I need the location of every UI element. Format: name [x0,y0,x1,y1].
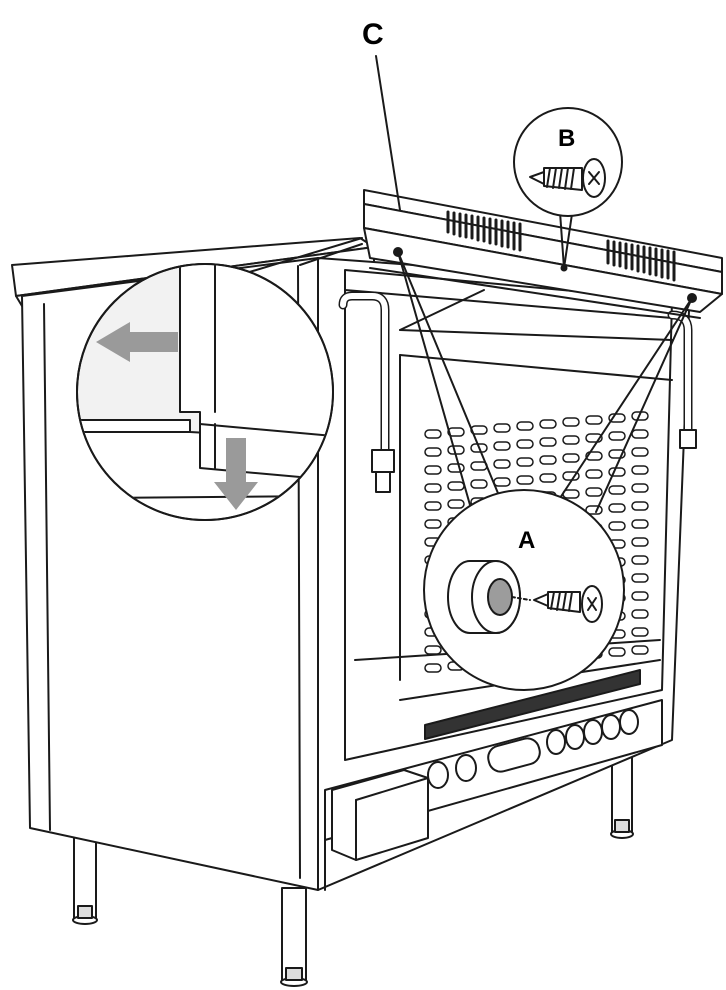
wall-plug-icon [447,560,531,634]
upstand-vent-left [446,210,522,252]
junction-box [331,769,429,861]
lower-grille [424,669,641,789]
leg-front-right [280,887,308,987]
leader-c [375,55,401,211]
arrow-left-icon [96,322,178,362]
zoom-panel-slide [76,237,363,521]
label-a: A [518,527,535,554]
screw-icon [533,585,603,623]
leg-front-left [72,827,98,925]
callout-a [397,251,693,691]
upstand-vent-right [606,239,676,282]
legs [72,747,634,987]
label-c: C [362,18,384,51]
label-b: B [558,125,575,152]
screw-icon-b [529,158,606,198]
vent-slots [424,411,649,673]
callout-b [513,107,623,269]
gas-pipe-left [338,291,395,493]
arrow-down-icon [214,438,258,510]
upstand-panel [363,189,723,319]
